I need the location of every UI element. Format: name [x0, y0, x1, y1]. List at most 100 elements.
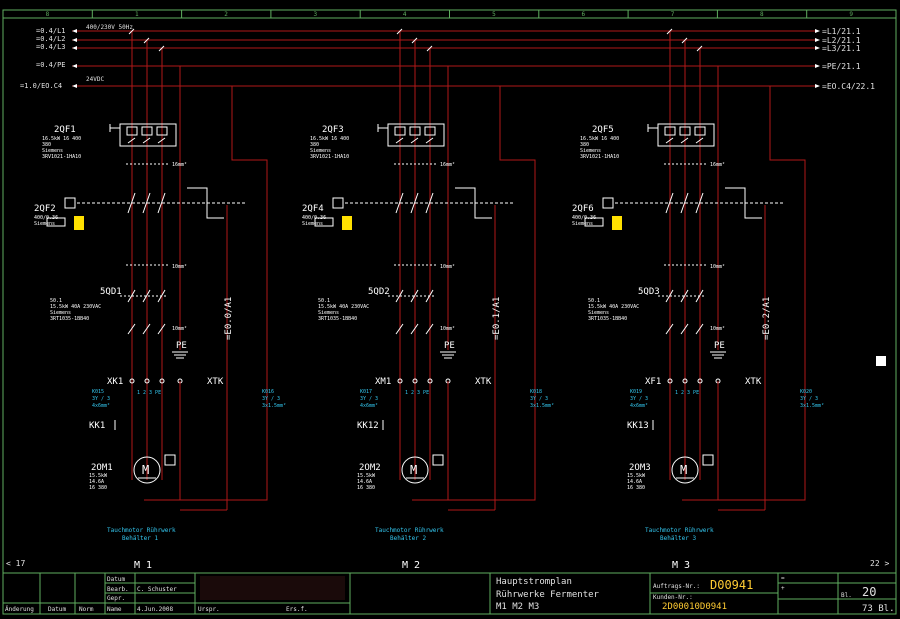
switch-spec: 15.5kW 40A 230VAC [588, 304, 639, 310]
terminal-numbers: 1 2 3 PE [137, 390, 161, 396]
ruler-label: 8 [760, 11, 764, 18]
urspr-label: Urspr. [198, 606, 220, 613]
switch-tag: 5QD1 [100, 287, 122, 297]
breaker-pole [679, 126, 691, 136]
motor-tag: 2OM2 [359, 463, 381, 473]
terminal-point [129, 378, 135, 384]
cable-right-spec: K018 [530, 389, 542, 395]
switch-spec: 50.1 [50, 298, 62, 304]
relay-spec: 400/0.36 [34, 215, 58, 221]
rail-pe-label: =0.4/PE [36, 61, 66, 69]
breaker-spec: 380 [580, 142, 589, 148]
motor-caption-sub: Behälter 1 [122, 535, 159, 542]
xtk-tag: XTK [207, 377, 224, 387]
motor-spec: 16 380 [627, 485, 645, 491]
motor-spec: 15.5kW [89, 473, 108, 479]
rail-l2-ref: =L2/21.1 [822, 36, 861, 45]
relay-contact [680, 192, 689, 214]
motor-m-glyph: M [410, 463, 417, 477]
motor-caption: Tauchmotor Rührwerk [645, 527, 714, 534]
breaker-contact [425, 137, 434, 144]
terminal-point [412, 378, 418, 384]
ruler-label: 2 [224, 11, 228, 18]
cross-section: 16mm² [172, 162, 187, 168]
plc-reference: =E0.0/A1 [224, 297, 234, 340]
kunden-label: Kunden-Nr.: [653, 594, 693, 601]
relay-handle [602, 197, 614, 209]
equipment-label: = [781, 575, 785, 582]
sheet-label: Bl. [841, 592, 852, 599]
ruler-label: 8 [46, 11, 50, 18]
rail-arrow-out [815, 64, 820, 68]
switch-contact [127, 289, 136, 303]
cable-left-spec: 3Y / 3 [630, 396, 648, 402]
switch-spec: Siemens [318, 310, 339, 316]
breaker-spec: 16.5kW 16 400 [580, 136, 619, 142]
tap-mark [426, 45, 433, 52]
breaker-spec: 380 [310, 142, 319, 148]
tap-mark [696, 45, 703, 52]
switch-spec: 3RT1035-1BB40 [50, 316, 89, 322]
switch-contact [395, 289, 404, 303]
motor-thermistor [164, 454, 176, 466]
breaker-spec: 3RV1021-1HA10 [580, 154, 619, 160]
aenderung-label: Änderung [5, 606, 34, 613]
xtk-tag: XTK [475, 377, 492, 387]
motor-spec: 15.5kW [627, 473, 646, 479]
cable-left-spec: 4x6mm² [630, 403, 648, 409]
aux-contact [455, 187, 492, 219]
rail-arrow-in [72, 46, 77, 50]
cross-section: 10mm² [440, 264, 455, 270]
switch-contact [410, 289, 419, 303]
motor-tag: 2OM3 [629, 463, 651, 473]
rail-l3-label: =0.4/L3 [36, 43, 66, 51]
breaker-spec: Siemens [580, 148, 601, 154]
breaker-pole [141, 126, 153, 136]
cable-left-spec: K017 [360, 389, 372, 395]
prev-page-link[interactable]: < 17 [6, 559, 25, 568]
rail-ctrl-label: =1.0/EO.C4 [20, 82, 62, 90]
motor-spec: 14.6A [627, 479, 642, 485]
terminal-point [144, 378, 150, 384]
breaker-contact [695, 137, 704, 144]
rail-arrow-out [815, 46, 820, 50]
voltage-label: 400/230V 50Hz [86, 24, 133, 31]
datum-col-label: Datum [48, 606, 66, 613]
aux-wire [144, 86, 268, 501]
terminal-numbers: 1 2 3 PE [405, 390, 429, 396]
datum-label: Datum [107, 576, 125, 583]
cable-right-spec: 3Y / 3 [262, 396, 280, 402]
breaker-pole [664, 126, 676, 136]
switch-tag: 5QD2 [368, 287, 390, 297]
relay-contact [395, 192, 404, 214]
breaker-tag: 2QF5 [592, 125, 614, 135]
motor-symbol [133, 456, 161, 484]
motor-spec: 16 380 [89, 485, 107, 491]
title-line-2: Rührwerke Fermenter [496, 590, 600, 600]
breaker-body [387, 123, 445, 147]
motor-caption-sub: Behälter 3 [660, 535, 697, 542]
motor-spec: 16 380 [357, 485, 375, 491]
auftrag-value: D00941 [710, 578, 753, 592]
switch-spec: 50.1 [318, 298, 330, 304]
fuse-contact [395, 323, 404, 335]
page-marker [876, 356, 886, 366]
relay-handle [64, 197, 76, 209]
cable-right-spec: 3Y / 3 [530, 396, 548, 402]
fuse-contact [665, 323, 674, 335]
motor-symbol [401, 456, 429, 484]
kunden-value: 2D00010D0941 [662, 602, 727, 612]
pe-symbol-label: PE [444, 341, 455, 351]
terminal-point [697, 378, 703, 384]
cross-section: 10mm² [172, 326, 187, 332]
next-page-link[interactable]: 22 > [870, 559, 889, 568]
relay-element [584, 217, 604, 227]
title-block-text: Datum Bearb. C. Schuster Gepr. Norm Ände… [5, 575, 895, 614]
motor-label: M 3 [672, 560, 690, 571]
tap-mark [681, 37, 688, 44]
gepr-label: Gepr. [107, 595, 125, 602]
relay-spec: Siemens [34, 221, 55, 227]
